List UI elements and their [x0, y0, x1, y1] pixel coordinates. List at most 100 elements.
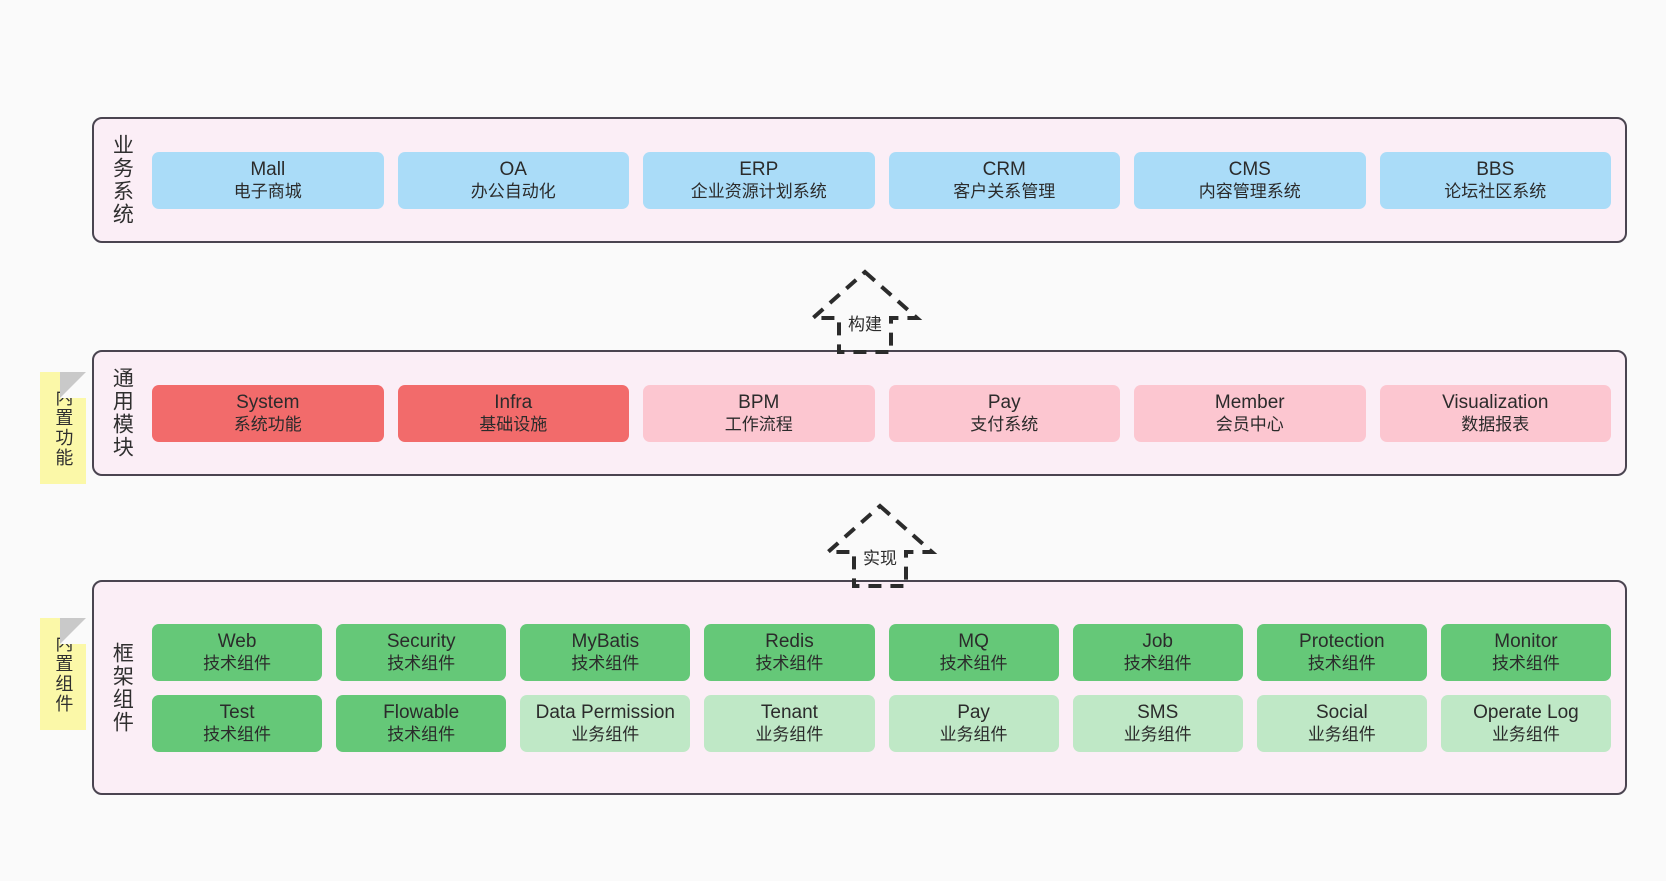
node-subtitle: 业务组件 [1491, 725, 1560, 745]
implement-arrow-icon [822, 503, 938, 588]
node-redis[interactable]: Redis 技术组件 [704, 623, 875, 681]
node-subtitle: 业务组件 [1307, 725, 1376, 745]
node-system[interactable]: System 系统功能 [152, 384, 384, 442]
layer-title-common-modules: 通用模块 [110, 367, 134, 459]
node-name: MyBatis [571, 630, 640, 652]
node-mq[interactable]: MQ 技术组件 [888, 623, 1059, 681]
node-row: Web 技术组件 Security 技术组件 MyBatis 技术组件 Redi… [152, 623, 1611, 681]
node-name: SMS [1137, 701, 1179, 723]
node-tenant[interactable]: Tenant 业务组件 [704, 694, 875, 752]
node-name: Social [1315, 701, 1368, 723]
node-visualization[interactable]: Visualization 数据报表 [1379, 384, 1611, 442]
node-row: Test 技术组件 Flowable 技术组件 Data Permission … [152, 694, 1611, 752]
node-name: Pay [957, 701, 990, 723]
node-data-permission[interactable]: Data Permission 业务组件 [520, 694, 691, 752]
node-name: System [236, 391, 300, 413]
node-subtitle: 办公自动化 [470, 182, 556, 202]
layer-body-business-systems: Mall 电子商城 OA 办公自动化 ERP 企业资源计划系统 CRM 客户关系… [148, 119, 1625, 241]
node-mall[interactable]: Mall 电子商城 [152, 151, 384, 209]
node-name: ERP [739, 158, 779, 180]
node-subtitle: 技术组件 [1123, 654, 1192, 674]
sticky-note-builtin-features: 内置功能 [40, 372, 86, 484]
node-subtitle: 会员中心 [1215, 415, 1284, 435]
layer-title-business-systems: 业务系统 [110, 134, 134, 226]
node-subtitle: 系统功能 [233, 415, 302, 435]
node-bpm[interactable]: BPM 工作流程 [643, 384, 875, 442]
node-name: Member [1214, 391, 1285, 413]
node-name: Data Permission [535, 701, 675, 723]
node-subtitle: 技术组件 [571, 654, 640, 674]
node-name: OA [499, 158, 527, 180]
node-security[interactable]: Security 技术组件 [336, 623, 507, 681]
node-name: Test [219, 701, 255, 723]
node-name: Job [1142, 630, 1173, 652]
node-subtitle: 数据报表 [1461, 415, 1530, 435]
node-subtitle: 客户关系管理 [953, 182, 1056, 202]
build-arrow-icon [807, 269, 923, 354]
node-job[interactable]: Job 技术组件 [1072, 623, 1243, 681]
node-monitor[interactable]: Monitor 技术组件 [1440, 623, 1611, 681]
node-subtitle: 技术组件 [1307, 654, 1376, 674]
node-name: Operate Log [1473, 701, 1579, 723]
sticky-note-builtin-components: 内置组件 [40, 618, 86, 730]
node-subtitle: 业务组件 [939, 725, 1008, 745]
layer-framework-components: 框架组件 Web 技术组件 Security 技术组件 MyBatis 技术组件… [92, 580, 1627, 795]
node-pay-component[interactable]: Pay 业务组件 [888, 694, 1059, 752]
node-cms[interactable]: CMS 内容管理系统 [1134, 151, 1366, 209]
node-name: Protection [1299, 630, 1385, 652]
node-crm[interactable]: CRM 客户关系管理 [888, 151, 1120, 209]
node-oa[interactable]: OA 办公自动化 [397, 151, 629, 209]
connector-build-label: 构建 [844, 310, 886, 335]
node-name: BBS [1476, 158, 1515, 180]
node-subtitle: 技术组件 [387, 654, 456, 674]
node-name: Pay [987, 391, 1021, 413]
node-name: Monitor [1494, 630, 1558, 652]
node-name: Web [217, 630, 257, 652]
node-subtitle: 内容管理系统 [1198, 182, 1301, 202]
node-subtitle: 支付系统 [970, 415, 1039, 435]
node-name: Flowable [383, 701, 460, 723]
node-subtitle: 论坛社区系统 [1444, 182, 1547, 202]
node-mybatis[interactable]: MyBatis 技术组件 [520, 623, 691, 681]
layer-common-modules: 通用模块 System 系统功能 Infra 基础设施 BPM 工作流程 Pay… [92, 350, 1627, 476]
node-name: Visualization [1442, 391, 1549, 413]
node-subtitle: 技术组件 [203, 725, 272, 745]
sticky-note-text: 内置组件 [53, 634, 74, 714]
node-subtitle: 技术组件 [939, 654, 1008, 674]
layer-business-systems: 业务系统 Mall 电子商城 OA 办公自动化 ERP 企业资源计划系统 CRM… [92, 117, 1627, 243]
connector-implement-label: 实现 [859, 544, 901, 569]
node-row: Mall 电子商城 OA 办公自动化 ERP 企业资源计划系统 CRM 客户关系… [152, 151, 1611, 209]
node-name: Tenant [760, 701, 818, 723]
node-subtitle: 技术组件 [1491, 654, 1560, 674]
layer-body-common-modules: System 系统功能 Infra 基础设施 BPM 工作流程 Pay 支付系统… [148, 352, 1625, 474]
node-row: System 系统功能 Infra 基础设施 BPM 工作流程 Pay 支付系统… [152, 384, 1611, 442]
node-operate-log[interactable]: Operate Log 业务组件 [1440, 694, 1611, 752]
layer-body-framework-components: Web 技术组件 Security 技术组件 MyBatis 技术组件 Redi… [148, 582, 1625, 793]
node-name: Redis [765, 630, 814, 652]
sticky-note-text: 内置功能 [53, 388, 74, 468]
node-subtitle: 技术组件 [755, 654, 824, 674]
node-subtitle: 企业资源计划系统 [690, 182, 827, 202]
connector-build: 构建 [790, 266, 940, 356]
node-subtitle: 业务组件 [571, 725, 640, 745]
node-sms[interactable]: SMS 业务组件 [1072, 694, 1243, 752]
node-name: CMS [1228, 158, 1271, 180]
node-bbs[interactable]: BBS 论坛社区系统 [1379, 151, 1611, 209]
node-name: BPM [738, 391, 780, 413]
node-infra[interactable]: Infra 基础设施 [397, 384, 629, 442]
node-web[interactable]: Web 技术组件 [152, 623, 323, 681]
node-subtitle: 技术组件 [203, 654, 272, 674]
node-member[interactable]: Member 会员中心 [1134, 384, 1366, 442]
node-flowable[interactable]: Flowable 技术组件 [336, 694, 507, 752]
node-subtitle: 业务组件 [1123, 725, 1192, 745]
node-test[interactable]: Test 技术组件 [152, 694, 323, 752]
node-pay-module[interactable]: Pay 支付系统 [888, 384, 1120, 442]
node-name: CRM [982, 158, 1026, 180]
node-erp[interactable]: ERP 企业资源计划系统 [643, 151, 875, 209]
node-subtitle: 业务组件 [755, 725, 824, 745]
node-protection[interactable]: Protection 技术组件 [1256, 623, 1427, 681]
node-name: Infra [494, 391, 533, 413]
node-social[interactable]: Social 业务组件 [1256, 694, 1427, 752]
connector-implement: 实现 [805, 500, 955, 590]
